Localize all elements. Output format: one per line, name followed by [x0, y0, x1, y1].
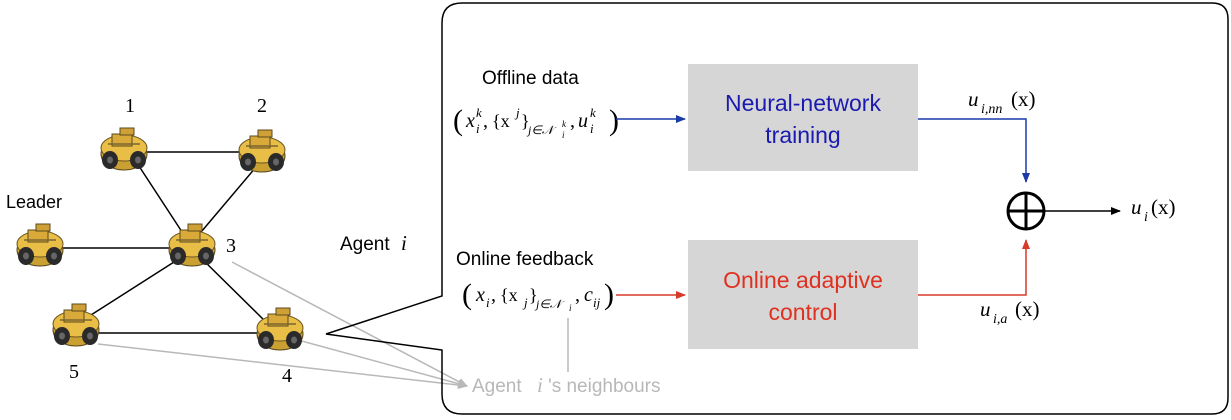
svg-text:c: c	[584, 284, 593, 306]
online-adaptive-label-line2: control	[768, 299, 837, 325]
svg-text:(: (	[453, 104, 463, 137]
svg-text:(x): (x)	[1151, 195, 1176, 219]
robot-1-icon	[100, 127, 148, 171]
svg-text:k: k	[476, 105, 482, 120]
svg-text:(x): (x)	[1011, 87, 1036, 111]
node-label-2: 2	[257, 95, 267, 117]
online-feedback-formula: ( ) x i , {x j } j∈𝒩 i , c ij	[462, 278, 614, 313]
online-feedback-title: Online feedback	[456, 249, 594, 270]
svg-text:j: j	[514, 105, 520, 120]
u-nn-label: u i,nn (x)	[968, 87, 1036, 117]
offline-data-formula: ( ) x k i , {x j } j∈𝒩 k i , u k i	[453, 104, 619, 140]
neighbour-lines	[97, 261, 569, 389]
svg-text:,: ,	[491, 284, 496, 306]
node-label-3: 3	[226, 235, 236, 257]
svg-text:,: ,	[575, 284, 580, 306]
svg-text:(: (	[462, 278, 472, 311]
svg-text:x: x	[475, 284, 485, 306]
svg-text:,: ,	[570, 110, 575, 132]
svg-text:ij: ij	[593, 295, 601, 310]
svg-text:u: u	[578, 110, 588, 132]
svg-text:j: j	[522, 295, 528, 310]
robot-leader-icon	[16, 223, 64, 267]
node-label-4: 4	[282, 365, 292, 387]
node-label-1: 1	[125, 95, 135, 117]
offline-output-arrow	[918, 118, 1030, 183]
svg-text:): )	[609, 104, 619, 137]
leader-label: Leader	[6, 192, 62, 212]
robot-3-icon	[168, 223, 216, 267]
svg-text:u: u	[980, 297, 991, 321]
neural-network-box	[688, 64, 918, 171]
svg-text:k: k	[590, 105, 596, 120]
u-a-label: u i,a (x)	[980, 297, 1040, 327]
svg-text:i,a: i,a	[993, 312, 1007, 327]
summing-junction-icon	[1006, 191, 1046, 231]
neural-network-label-line1: Neural-network	[725, 90, 881, 116]
svg-text:j∈𝒩: j∈𝒩	[534, 297, 565, 311]
online-output-arrow	[918, 239, 1030, 296]
svg-text:i: i	[562, 130, 565, 140]
svg-text:i: i	[569, 303, 572, 313]
node-label-5: 5	[69, 361, 79, 383]
svg-text:x: x	[465, 110, 475, 132]
agent-callout-box	[325, 2, 1229, 415]
svg-text:): )	[604, 278, 614, 311]
svg-text:(x): (x)	[1015, 297, 1040, 321]
svg-text:}: }	[529, 285, 538, 305]
online-adaptive-label-line1: Online adaptive	[723, 267, 883, 293]
neural-network-label-line2: training	[765, 122, 840, 148]
neighbours-label: Agent i 's neighbours	[472, 373, 661, 397]
svg-text:,: ,	[483, 110, 488, 132]
svg-text:u: u	[1131, 195, 1142, 219]
svg-text:i,nn: i,nn	[981, 102, 1002, 117]
svg-text:k: k	[562, 119, 567, 129]
offline-data-title: Offline data	[482, 68, 579, 89]
svg-text:u: u	[968, 87, 979, 111]
agent-label: Agent i	[340, 231, 407, 255]
svg-text:{x: {x	[492, 111, 510, 131]
svg-text:i: i	[486, 295, 490, 310]
svg-text:}: }	[521, 111, 530, 131]
u-result-label: u i (x)	[1131, 195, 1176, 225]
robot-2-icon	[238, 129, 286, 173]
network-edges	[48, 151, 271, 334]
svg-text:i: i	[1144, 210, 1148, 225]
svg-text:i: i	[590, 121, 594, 136]
robot-4-icon	[256, 307, 304, 351]
svg-text:j∈𝒩: j∈𝒩	[526, 123, 557, 137]
svg-text:i: i	[476, 121, 480, 136]
online-adaptive-box	[688, 240, 918, 349]
svg-text:{x: {x	[500, 285, 518, 305]
robot-5-icon	[52, 303, 100, 347]
